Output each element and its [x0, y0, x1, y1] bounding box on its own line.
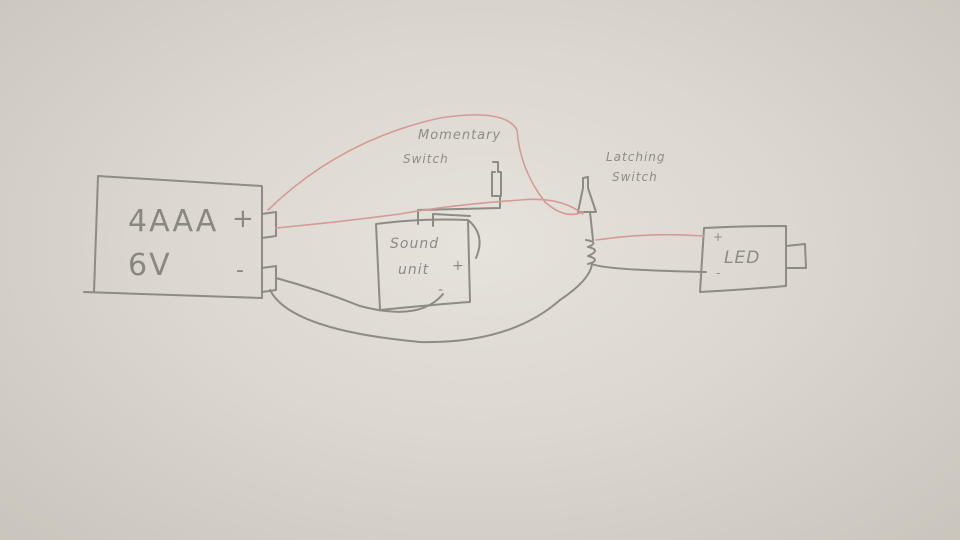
sound-unit-label-line1: Sound [390, 236, 440, 252]
led-plus-sign: + [713, 230, 725, 244]
led-box [699, 225, 787, 293]
momentary-switch-symbol [491, 161, 502, 197]
battery-minus-sign: - [236, 258, 246, 283]
sound-unit-box [375, 218, 471, 311]
led-minus-sign: - [716, 266, 722, 280]
battery-plus-terminal [261, 211, 277, 239]
spring-coil [585, 239, 596, 265]
red-wire-to-led [595, 233, 705, 241]
sound-unit-plus-sign: + [452, 258, 465, 274]
red-wire-plus [275, 198, 584, 229]
battery-label-line1: 4AAA [128, 204, 219, 239]
led-label: LED [724, 248, 761, 268]
momentary-switch-label-line2: Switch [403, 152, 449, 166]
battery-box [83, 175, 263, 299]
battery-label-line2: 6V [128, 248, 172, 283]
latching-switch-symbol [577, 176, 597, 213]
sound-unit-minus-sign: - [438, 282, 445, 298]
red-wire-to-momentary [267, 114, 584, 216]
led-lens [785, 243, 807, 269]
battery-plus-sign: + [232, 204, 256, 234]
battery-minus-terminal [261, 265, 277, 293]
latching-switch-label-line1: Latching [606, 150, 666, 164]
momentary-switch-label-line1: Momentary [418, 128, 502, 143]
latching-switch-label-line2: Switch [612, 170, 658, 184]
sound-unit-label-line2: unit [398, 262, 430, 278]
